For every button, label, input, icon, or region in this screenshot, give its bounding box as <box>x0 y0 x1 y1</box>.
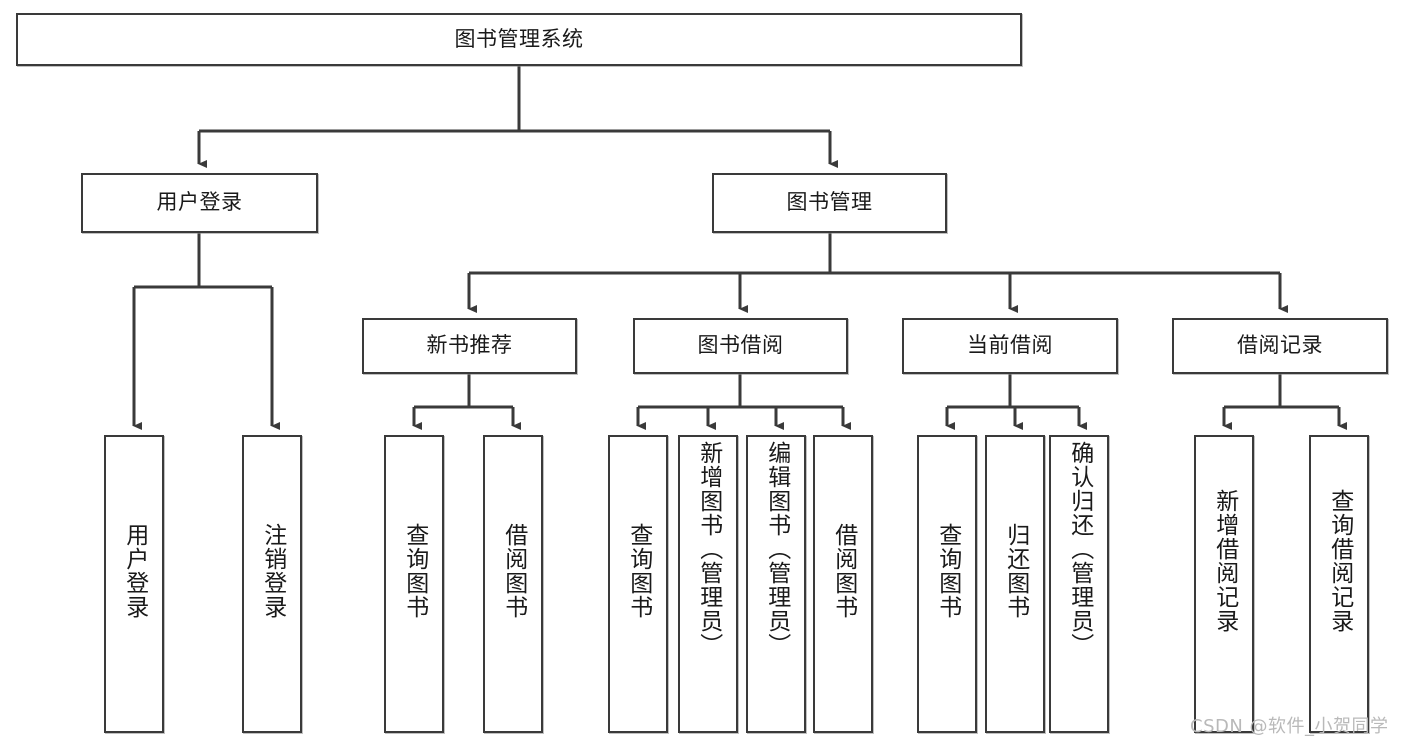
node-label: 注销登录 <box>259 523 286 619</box>
leaf-borrow-borrow-book[interactable]: 借阅图书 <box>813 435 873 733</box>
node-label: 新增图书（管理员） <box>695 441 722 657</box>
csdn-watermark: CSDN @软件_小贺同学 <box>1190 716 1389 737</box>
node-root-system[interactable]: 图书管理系统 <box>16 13 1022 66</box>
node-user-login[interactable]: 用户登录 <box>81 173 318 233</box>
leaf-current-query-book[interactable]: 查询图书 <box>917 435 977 733</box>
node-label: 新书推荐 <box>426 333 513 358</box>
node-current-borrow[interactable]: 当前借阅 <box>902 318 1118 374</box>
node-label: 用户登录 <box>156 190 243 215</box>
node-label: 图书管理系统 <box>454 26 584 51</box>
leaf-current-confirm-return-admin[interactable]: 确认归还（管理员） <box>1049 435 1109 733</box>
leaf-borrow-edit-book-admin[interactable]: 编辑图书（管理员） <box>746 435 806 733</box>
node-label: 借阅图书 <box>830 523 857 619</box>
node-label: 确认归还（管理员） <box>1066 441 1093 657</box>
node-label: 图书管理 <box>786 190 873 215</box>
leaf-user-login-signin[interactable]: 用户登录 <box>104 435 164 733</box>
leaf-record-query-record[interactable]: 查询借阅记录 <box>1309 435 1369 733</box>
node-label: 用户登录 <box>121 523 148 619</box>
node-label: 查询图书 <box>625 523 652 619</box>
leaf-borrow-add-book-admin[interactable]: 新增图书（管理员） <box>678 435 738 733</box>
leaf-recommend-query-book[interactable]: 查询图书 <box>384 435 444 733</box>
leaf-borrow-query-book[interactable]: 查询图书 <box>608 435 668 733</box>
node-label: 编辑图书（管理员） <box>763 441 790 657</box>
node-borrow-record[interactable]: 借阅记录 <box>1172 318 1388 374</box>
leaf-recommend-borrow-book[interactable]: 借阅图书 <box>483 435 543 733</box>
node-label: 当前借阅 <box>967 333 1053 358</box>
node-label: 借阅图书 <box>500 523 527 619</box>
node-label: 归还图书 <box>1002 523 1029 619</box>
leaf-record-add-record[interactable]: 新增借阅记录 <box>1194 435 1254 733</box>
node-label: 图书借阅 <box>697 333 784 358</box>
node-book-management[interactable]: 图书管理 <box>712 173 947 233</box>
node-label: 借阅记录 <box>1237 333 1323 358</box>
leaf-current-return-book[interactable]: 归还图书 <box>985 435 1045 733</box>
node-label: 查询借阅记录 <box>1326 489 1353 633</box>
node-new-book-recommend[interactable]: 新书推荐 <box>362 318 577 374</box>
node-label: 新增借阅记录 <box>1211 489 1238 633</box>
node-book-borrow[interactable]: 图书借阅 <box>633 318 848 374</box>
node-label: 查询图书 <box>934 523 961 619</box>
node-label: 查询图书 <box>401 523 428 619</box>
leaf-user-login-signout[interactable]: 注销登录 <box>242 435 302 733</box>
